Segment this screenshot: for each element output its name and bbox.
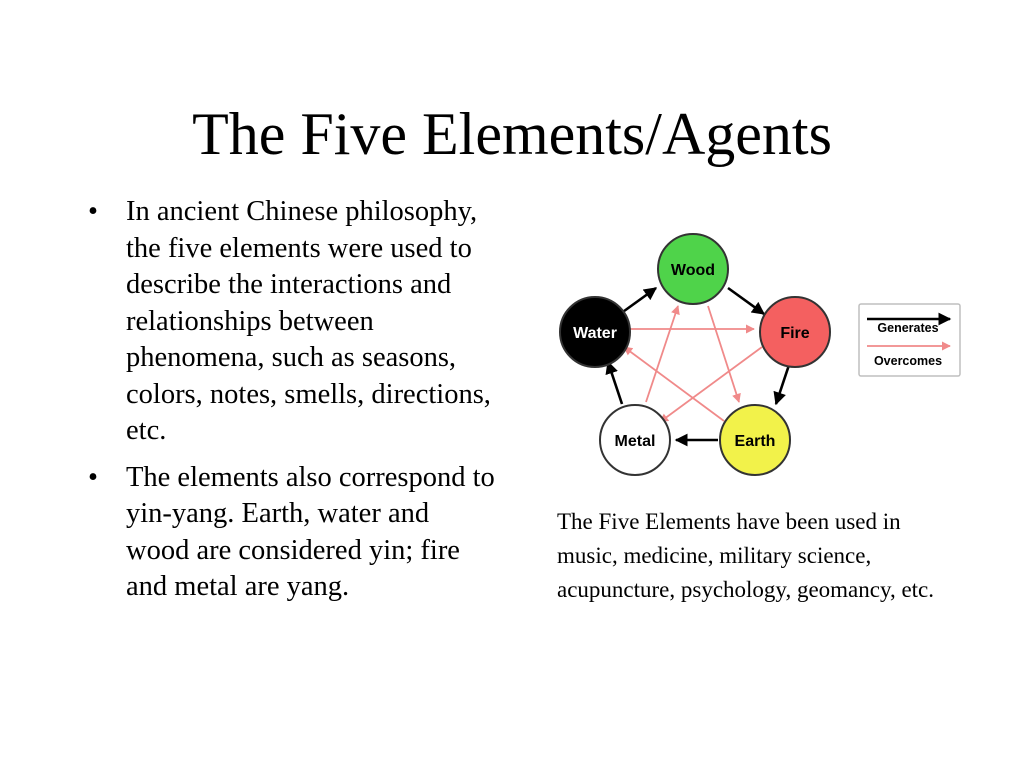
legend-overcomes-label: Overcomes [874, 354, 942, 368]
generates-metal-water-arrow [605, 360, 624, 405]
generates-wood-fire-arrow [727, 286, 766, 316]
five-elements-diagram: Wood Fire Earth Metal Water Generates Ov… [559, 233, 961, 476]
fire-circle [759, 296, 831, 368]
legend-generates-label: Generates [877, 321, 938, 335]
water-label: Water [573, 325, 617, 342]
overcomes-arrows [623, 305, 763, 423]
generates-fire-earth-arrow [773, 361, 792, 406]
overcomes-wood-earth-arrow [707, 305, 741, 403]
bullet-marker: • [88, 461, 98, 493]
bullet-item: • The elements also correspond to yin-ya… [86, 460, 496, 606]
generates-water-wood-arrow [619, 286, 658, 316]
overcomes-metal-wood-arrow [645, 305, 680, 403]
earth-circle [719, 404, 791, 476]
metal-circle [599, 404, 671, 476]
bullet-text: The elements also correspond to yin-yang… [126, 461, 495, 603]
legend: Generates Overcomes [858, 303, 961, 377]
overcomes-fire-metal-arrow [659, 346, 763, 423]
node-earth: Earth [719, 404, 791, 476]
bullet-text: In ancient Chinese philosophy, the five … [126, 196, 491, 446]
metal-label: Metal [615, 433, 656, 450]
bullet-item: • In ancient Chinese philosophy, the fiv… [86, 194, 496, 450]
fire-label: Fire [780, 325, 809, 342]
node-metal: Metal [599, 404, 671, 476]
node-fire: Fire [759, 296, 831, 368]
legend-box [858, 303, 961, 377]
node-wood: Wood [657, 233, 729, 305]
earth-label: Earth [735, 433, 776, 450]
wood-label: Wood [671, 262, 715, 279]
water-circle [559, 296, 631, 368]
bullet-marker: • [88, 196, 98, 227]
overcomes-earth-water-arrow [623, 346, 725, 422]
wood-circle [657, 233, 729, 305]
diagram-caption: The Five Elements have been used in musi… [557, 509, 935, 602]
slide-title: The Five Elements/Agents [192, 101, 832, 167]
bullet-list: • In ancient Chinese philosophy, the fiv… [86, 194, 496, 616]
generates-arrows [605, 286, 792, 447]
node-water: Water [559, 296, 631, 368]
